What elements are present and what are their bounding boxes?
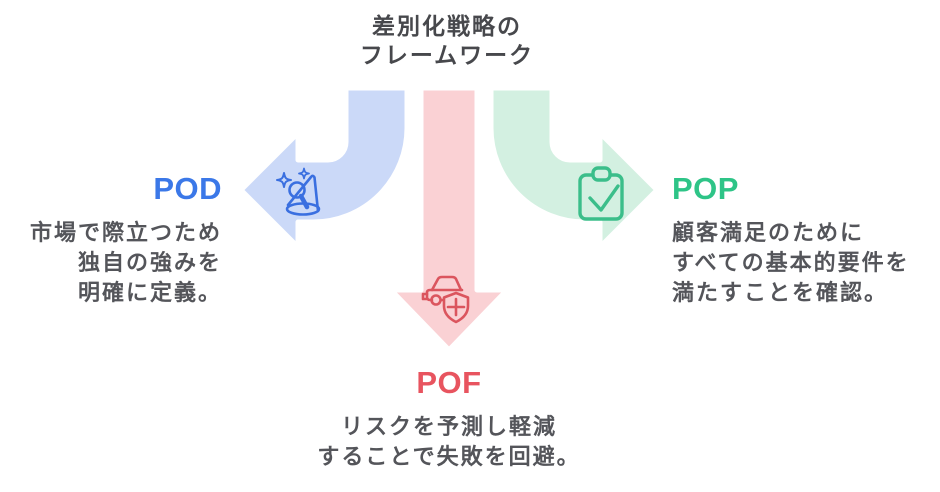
diagram-title-line1: 差別化戦略の bbox=[372, 13, 522, 39]
pof-arrow bbox=[388, 85, 510, 353]
pop-desc-line: すべての基本的要件を bbox=[672, 250, 910, 275]
pod-label: POD bbox=[153, 171, 222, 206]
pod-description: 市場で際立つため 独自の強みを 明確に定義。 bbox=[30, 218, 222, 308]
pop-arrow bbox=[488, 85, 660, 250]
pod-desc-line: 独自の強みを bbox=[77, 250, 222, 275]
diagram-title-line2: フレームワーク bbox=[359, 42, 535, 68]
pop-label: POP bbox=[672, 171, 739, 206]
car-shield-icon bbox=[421, 275, 470, 324]
pop-desc-line: 顧客満足のために bbox=[672, 220, 865, 245]
pof-desc-line: することで失敗を回避。 bbox=[317, 444, 581, 469]
pof-label: POF bbox=[416, 365, 482, 400]
pod-desc-line: 市場で際立つため bbox=[29, 220, 222, 245]
pod-arrow bbox=[238, 85, 410, 250]
pof-description: リスクを予測し軽減 することで失敗を回避。 bbox=[317, 412, 580, 472]
diagram-title: 差別化戦略の フレームワーク bbox=[360, 12, 534, 70]
clipboard-check-icon bbox=[578, 166, 624, 221]
pop-description: 顧客満足のために すべての基本的要件を 満たすことを確認。 bbox=[672, 218, 910, 308]
spotlight-mic-icon bbox=[276, 167, 321, 216]
pop-desc-line: 満たすことを確認。 bbox=[672, 280, 889, 305]
pof-desc-line: リスクを予測し軽減 bbox=[340, 414, 557, 439]
pod-desc-line: 明確に定義。 bbox=[77, 280, 222, 305]
pop-block: POP 顧客満足のために すべての基本的要件を 満たすことを確認。 bbox=[672, 172, 910, 308]
pof-block: POF リスクを予測し軽減 することで失敗を回避。 bbox=[317, 366, 580, 472]
pod-block: POD 市場で際立つため 独自の強みを 明確に定義。 bbox=[30, 172, 222, 308]
